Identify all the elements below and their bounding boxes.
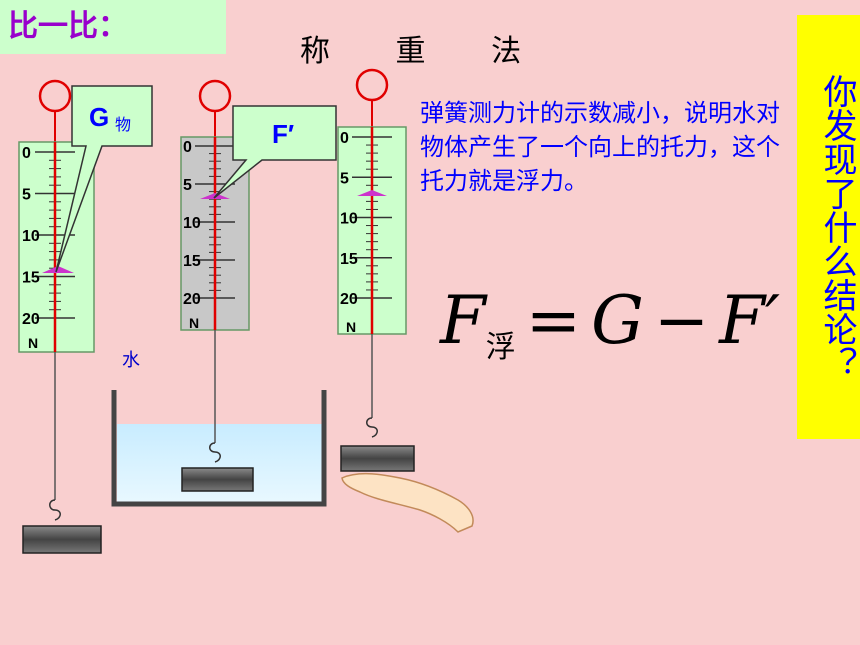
beaker-wall bbox=[111, 390, 327, 507]
scale-tick-label: 0 bbox=[22, 145, 31, 162]
balance1-ring bbox=[38, 79, 72, 113]
scale-tick-label: 15 bbox=[22, 270, 40, 287]
scale-tick-label: 10 bbox=[340, 211, 358, 228]
formula-g: G bbox=[591, 282, 644, 359]
scale-tick-label: 10 bbox=[22, 228, 40, 245]
formula-fprime: F′ bbox=[719, 282, 780, 359]
scale-tick-label: 15 bbox=[183, 253, 201, 270]
spring-balance-3: 0 5 10 15 20N bbox=[337, 68, 415, 472]
callout-g-sub: 物 bbox=[115, 115, 131, 134]
scale-tick-label: 15 bbox=[340, 251, 358, 268]
compare-label: 比一比： bbox=[0, 0, 226, 54]
callout-g: G 物 bbox=[55, 85, 153, 273]
formula-minus: − bbox=[653, 282, 710, 359]
scale-unit-label: N bbox=[28, 335, 38, 351]
balance1-pointer bbox=[42, 266, 74, 273]
block-3 bbox=[340, 445, 415, 472]
scale-unit-label: N bbox=[189, 315, 199, 331]
water-label: 水 bbox=[122, 350, 140, 371]
block-1 bbox=[22, 525, 102, 554]
scale-tick-label: 0 bbox=[340, 130, 349, 147]
scale-tick-label: 5 bbox=[340, 170, 349, 187]
scale-tick-label: 0 bbox=[183, 139, 192, 156]
scale-unit-label: N bbox=[346, 319, 356, 335]
scale-tick-label: 20 bbox=[22, 311, 40, 328]
scale-tick-label: 20 bbox=[183, 291, 201, 308]
explanation-text: 弹簧测力计的示数减小，说明水对物体产生了一个向上的托力，这个托力就是浮力。 bbox=[420, 99, 780, 195]
scale-tick-label: 20 bbox=[340, 291, 358, 308]
formula-f: F bbox=[440, 282, 486, 359]
question-box: 你发现了什么结论？ bbox=[797, 15, 860, 439]
scale-tick-label: 10 bbox=[183, 215, 201, 232]
scale-tick-label: 5 bbox=[22, 187, 31, 204]
formula-eq: = bbox=[525, 282, 582, 359]
formula-sub: 浮 bbox=[485, 330, 516, 365]
balance2-ring bbox=[198, 79, 232, 113]
question-text: 你发现了什么结论？ bbox=[817, 74, 857, 380]
balance3-pointer bbox=[357, 190, 387, 196]
method-title: 称 重 法 bbox=[300, 34, 550, 69]
callout-fprime: F′ bbox=[213, 105, 337, 199]
callout-fprime-text: F′ bbox=[272, 119, 294, 149]
hand-shape bbox=[341, 472, 474, 533]
scale-tick-label: 5 bbox=[183, 177, 192, 194]
balance3-ring bbox=[355, 68, 389, 102]
callout-g-letter: G bbox=[89, 102, 109, 132]
buoyancy-formula: F浮 =G−F′ bbox=[440, 282, 780, 366]
block-2 bbox=[181, 467, 254, 492]
